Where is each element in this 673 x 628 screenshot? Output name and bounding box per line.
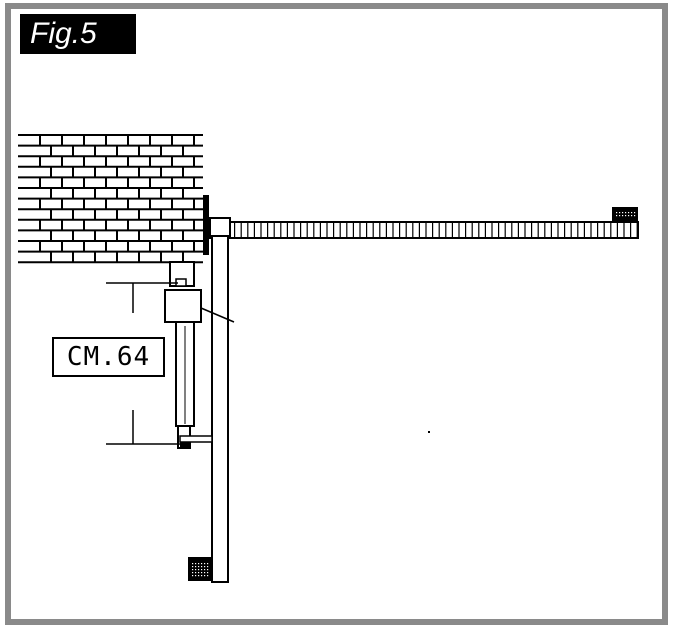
brick-wall (18, 134, 203, 264)
dimension-lines (106, 282, 188, 445)
figure-title: Fig.5 (20, 14, 136, 54)
actuator-motor (164, 289, 202, 323)
dimension-label: CM.64 (52, 337, 165, 377)
figure-border (5, 3, 668, 625)
actuator-gate-bracket (179, 435, 213, 443)
gate-bar-closed (188, 217, 231, 583)
gate-end-block-closed (188, 557, 212, 581)
wall-post (203, 195, 209, 255)
gate-bar-open (209, 207, 639, 239)
stray-dot (428, 431, 430, 433)
